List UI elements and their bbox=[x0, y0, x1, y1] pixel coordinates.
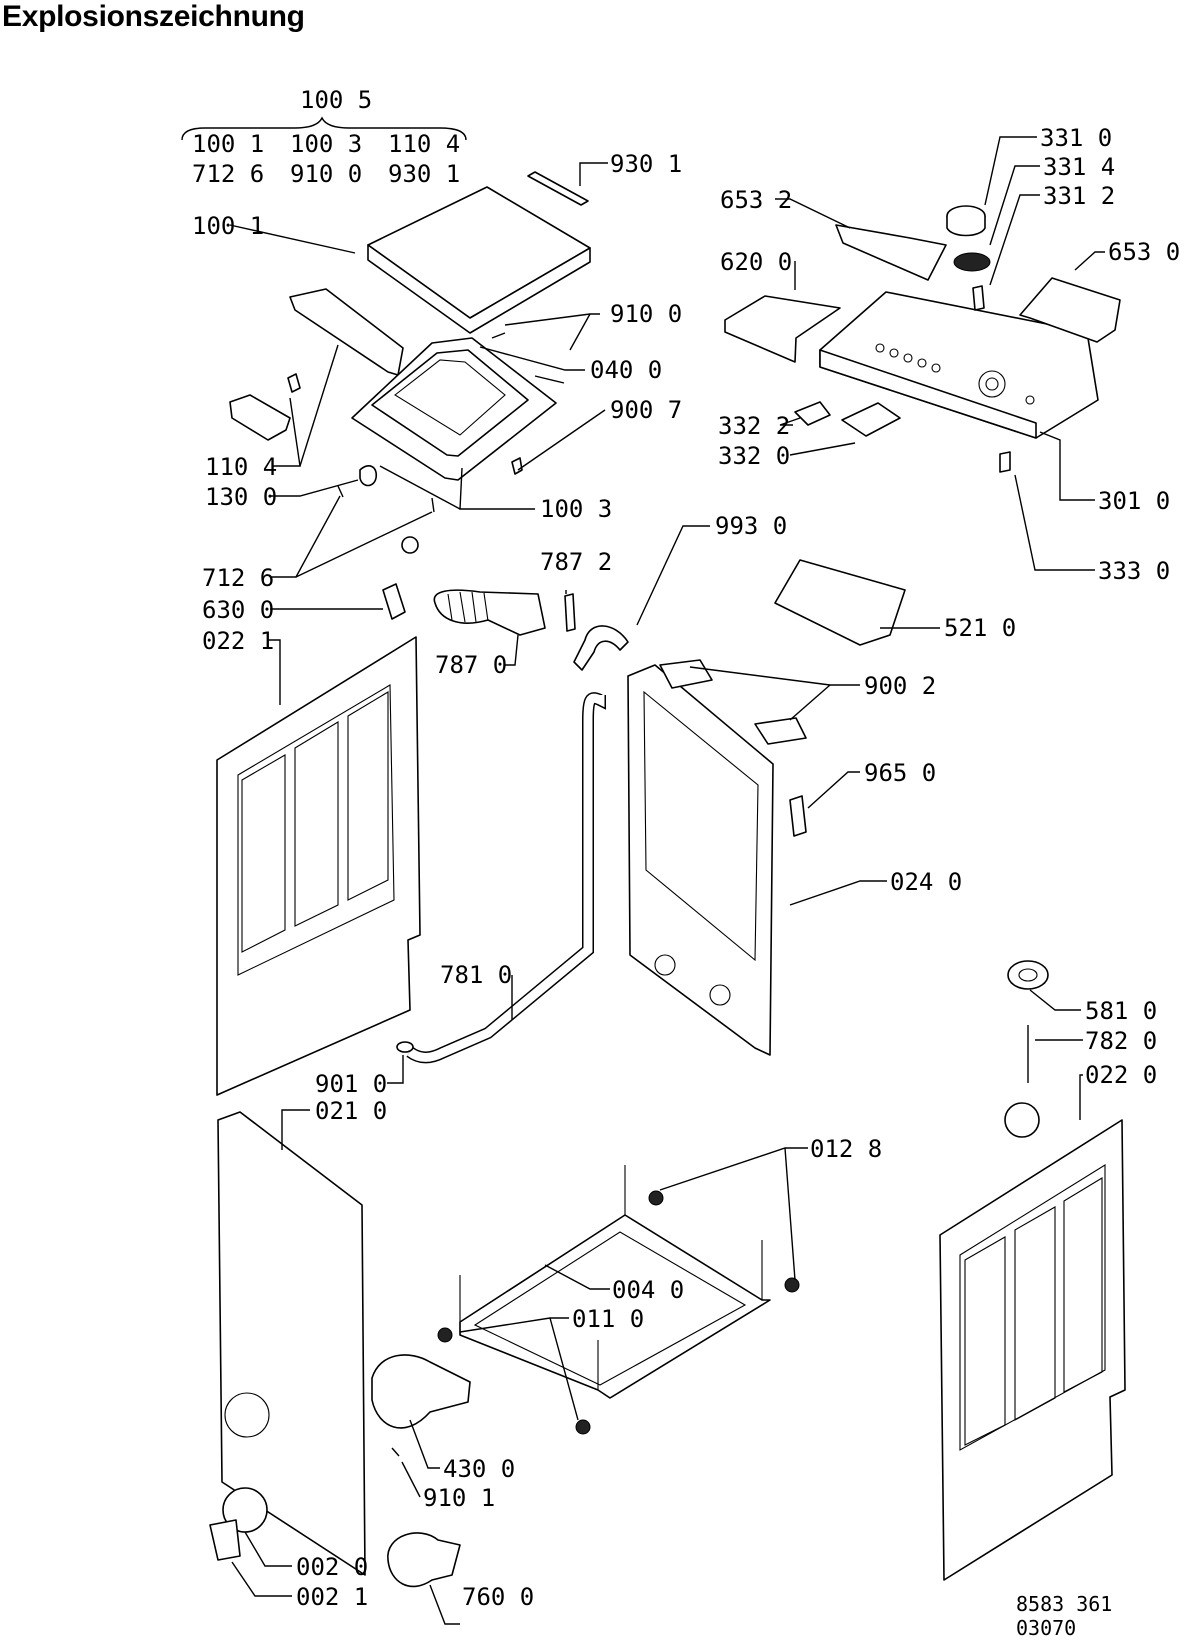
callout-label: 002 1 bbox=[296, 1583, 368, 1611]
side-panel-right-part bbox=[939, 1119, 1126, 1581]
latch-part bbox=[229, 394, 291, 441]
knob-part bbox=[946, 205, 991, 311]
callout-label: 332 2 bbox=[718, 412, 790, 440]
back-panel-part bbox=[627, 664, 774, 1056]
clip-3330 bbox=[999, 451, 1011, 473]
group-member-label: 930 1 bbox=[388, 160, 460, 188]
lock-part bbox=[359, 465, 378, 487]
callout-label: 040 0 bbox=[590, 356, 662, 384]
callout-label: 024 0 bbox=[890, 868, 962, 896]
clip-7872 bbox=[564, 593, 576, 632]
board-6532 bbox=[835, 224, 947, 281]
button-6322 bbox=[794, 401, 831, 426]
bracket-6530 bbox=[1019, 277, 1121, 343]
drain-hose-inner bbox=[407, 693, 605, 1062]
clip-9007 bbox=[511, 457, 523, 475]
feet-0128 bbox=[437, 1190, 800, 1435]
callout-label: 331 4 bbox=[1043, 153, 1115, 181]
pin-7126-b bbox=[431, 497, 435, 513]
callout-label: 100 1 bbox=[192, 212, 264, 240]
spring-part bbox=[401, 536, 419, 554]
document-number: 8583 361 03070 bbox=[1016, 1592, 1113, 1640]
pin-7126-a bbox=[337, 485, 344, 498]
dispenser-5210 bbox=[774, 559, 906, 646]
callout-label: 760 0 bbox=[462, 1583, 534, 1611]
group-member-label: 110 4 bbox=[388, 130, 460, 158]
callout-label: 430 0 bbox=[443, 1455, 515, 1483]
callout-label: 332 0 bbox=[718, 442, 790, 470]
callout-label: 011 0 bbox=[572, 1305, 644, 1333]
front-panel-part bbox=[217, 1111, 366, 1576]
callout-label: 022 0 bbox=[1085, 1061, 1157, 1089]
callout-label: 993 0 bbox=[715, 512, 787, 540]
group-member-label: 712 6 bbox=[192, 160, 264, 188]
clamp-9002-b bbox=[754, 717, 807, 745]
callout-label: 901 0 bbox=[315, 1070, 387, 1098]
callout-label: 910 0 bbox=[610, 300, 682, 328]
callout-label: 787 0 bbox=[435, 651, 507, 679]
callout-label: 110 4 bbox=[205, 453, 277, 481]
hinge-rod bbox=[534, 375, 565, 384]
hose-plug bbox=[396, 1041, 414, 1053]
clamp-9002-a bbox=[659, 659, 713, 689]
drain-hose bbox=[406, 692, 606, 1064]
group-member-label: 910 0 bbox=[290, 160, 362, 188]
callout-label: 333 0 bbox=[1098, 557, 1170, 585]
label-panel-6200 bbox=[724, 295, 841, 363]
callout-label: 910 1 bbox=[423, 1484, 495, 1512]
pulley-part bbox=[1004, 960, 1049, 1138]
callout-label: 620 0 bbox=[720, 248, 792, 276]
callout-label: 331 0 bbox=[1040, 124, 1112, 152]
callout-label: 653 2 bbox=[720, 186, 792, 214]
strip-part bbox=[527, 171, 589, 206]
small-clip-part bbox=[287, 373, 301, 393]
callout-label: 130 0 bbox=[205, 483, 277, 511]
bellows-part bbox=[433, 589, 546, 636]
callout-label: 782 0 bbox=[1085, 1027, 1157, 1055]
screw-9101 bbox=[391, 1447, 400, 1457]
group-header-label: 100 5 bbox=[300, 86, 372, 114]
callout-label: 900 7 bbox=[610, 396, 682, 424]
callout-label: 930 1 bbox=[610, 150, 682, 178]
callout-label: 712 6 bbox=[202, 564, 274, 592]
callout-label: 521 0 bbox=[944, 614, 1016, 642]
callout-label: 004 0 bbox=[612, 1276, 684, 1304]
callout-label: 630 0 bbox=[202, 596, 274, 624]
callout-label: 012 8 bbox=[810, 1135, 882, 1163]
callout-label: 581 0 bbox=[1085, 997, 1157, 1025]
page-title: Explosionszeichnung bbox=[2, 0, 305, 33]
hinge-pin bbox=[491, 332, 506, 339]
callout-label: 022 1 bbox=[202, 627, 274, 655]
callout-label: 100 3 bbox=[540, 495, 612, 523]
control-panel-part bbox=[819, 291, 1099, 439]
callout-label: 002 0 bbox=[296, 1553, 368, 1581]
group-member-label: 100 1 bbox=[192, 130, 264, 158]
block-6300 bbox=[382, 583, 406, 620]
lid-handle-part bbox=[289, 288, 404, 376]
callout-label: 331 2 bbox=[1043, 182, 1115, 210]
base-frame-part bbox=[459, 1165, 771, 1399]
filter-9650 bbox=[789, 795, 807, 837]
callout-label: 301 0 bbox=[1098, 487, 1170, 515]
callout-label: 900 2 bbox=[864, 672, 936, 700]
clip-0021 bbox=[209, 1519, 241, 1561]
buttons-3320 bbox=[841, 402, 901, 437]
lid-part bbox=[367, 186, 591, 334]
callout-label: 787 2 bbox=[540, 548, 612, 576]
group-member-label: 100 3 bbox=[290, 130, 362, 158]
side-panel-left-part bbox=[216, 636, 421, 1096]
callout-label: 653 0 bbox=[1108, 238, 1180, 266]
pump-4300 bbox=[371, 1354, 471, 1429]
callout-label: 965 0 bbox=[864, 759, 936, 787]
callout-label: 781 0 bbox=[440, 961, 512, 989]
filter-7600 bbox=[387, 1532, 461, 1588]
callout-label: 021 0 bbox=[315, 1097, 387, 1125]
elbow-9930 bbox=[573, 625, 629, 671]
leader-lines bbox=[181, 116, 1105, 1625]
top-frame-part bbox=[351, 337, 557, 481]
